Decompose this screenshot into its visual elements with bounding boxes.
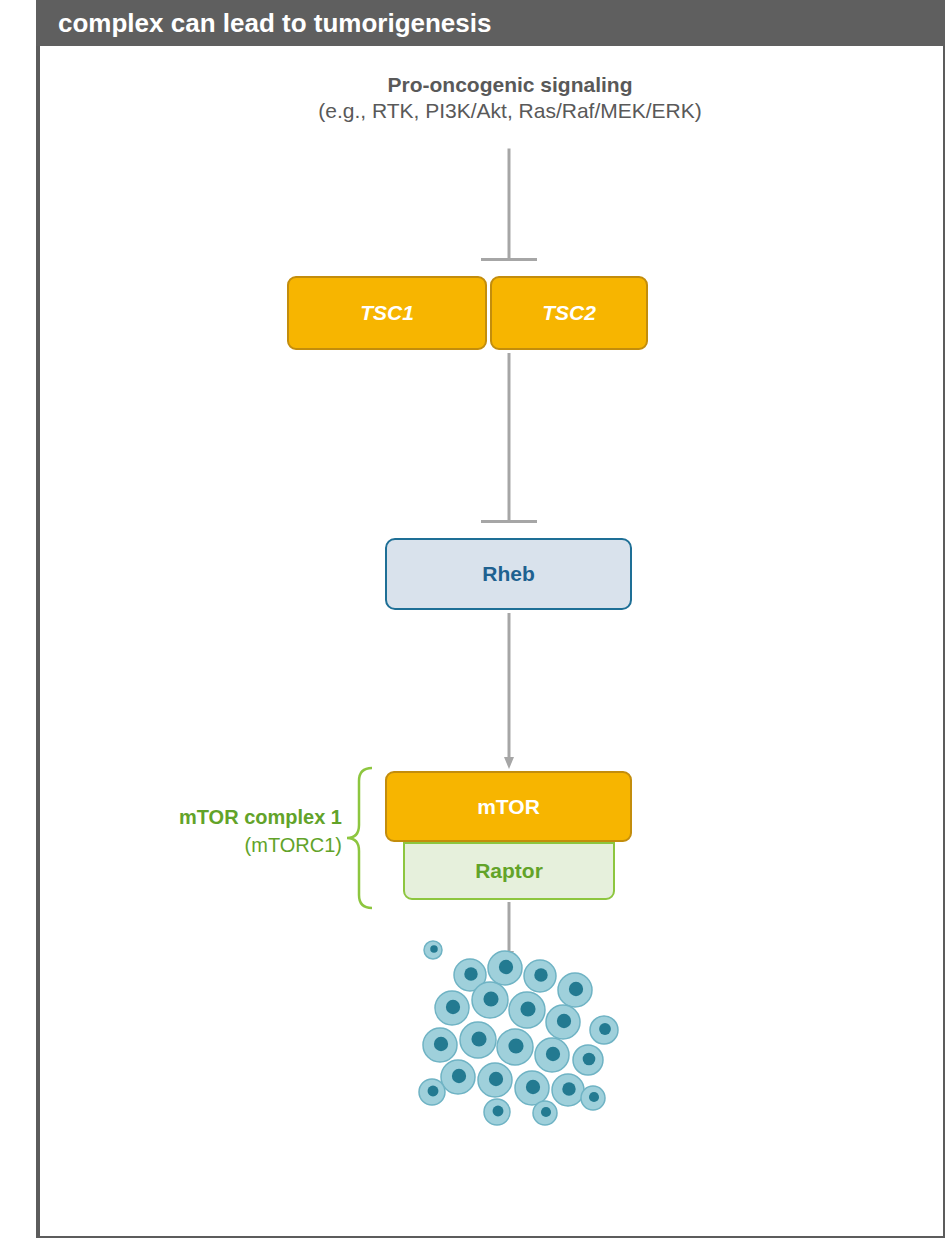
node-note: (e.g., RTK, PI3K/Akt, Ras/Raf/MEK/ERK) [318,98,702,124]
gene-box: TSC1 [287,276,487,350]
gene-box: TSC2 [490,276,648,350]
gtpase-box: Rheb [385,538,632,610]
inhibition-connector [508,149,511,261]
output-arrow [508,902,511,956]
complex-label: mTOR complex 1 [179,806,342,829]
panel-border [38,0,945,1238]
node-label: mTOR [477,795,540,819]
node-label: Raptor [475,859,543,883]
panel-title: complex can lead to tumorigenesis [58,8,491,39]
node-label: TSC1 [360,301,414,325]
signal-source: Pro-oncogenic signaling(e.g., RTK, PI3K/… [200,72,820,125]
kinase-box: mTOR [385,771,632,842]
node-label: TSC2 [542,301,596,325]
header-bar [36,0,945,46]
subunit-box: Raptor [403,842,615,900]
node-label: Pro-oncogenic signaling [387,72,632,98]
activation-arrow [508,613,511,763]
inhibition-connector [508,353,511,522]
complex-label: (mTORC1) [245,834,342,857]
node-label: Rheb [482,562,535,586]
complex-bracket [347,768,372,908]
tumor-cells [419,941,618,1125]
